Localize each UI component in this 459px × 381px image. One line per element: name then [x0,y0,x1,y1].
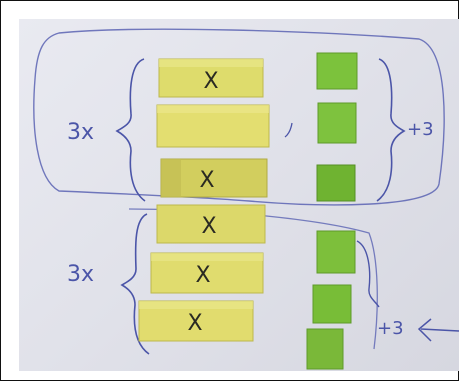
x-mark: X [201,214,216,239]
x-mark: X [203,69,218,94]
photo: X X X X X 3x 3x +3 +3 [19,19,459,371]
algebra-tiles-scene: X X X X X 3x 3x +3 +3 [33,28,459,370]
bottom-group-label: 3x [67,262,94,287]
x-mark: X [187,311,202,336]
unit-tile [316,52,358,90]
top-right-brace [376,58,406,202]
unit-tile [317,102,357,144]
x-mark: X [195,263,210,288]
x-tile [150,252,264,294]
top-left-brace [115,58,146,202]
unit-tile [316,230,356,274]
x-tile [156,104,270,148]
unit-tile [306,328,344,370]
bottom-left-brace [120,213,150,355]
bottom-constant-label: +3 [377,318,404,339]
unit-tile [316,164,356,202]
x-mark: X [199,168,214,193]
x-tile [160,158,268,198]
top-constant-label: +3 [407,119,434,140]
arrow-icon [417,318,459,342]
bottom-right-brace [356,240,380,308]
unit-tile [312,284,352,324]
x-tile [156,204,266,244]
top-group-outline [33,28,445,206]
x-tile [158,58,264,98]
pen-mark [284,122,293,138]
top-group-label: 3x [67,120,94,145]
x-tile [138,300,254,342]
